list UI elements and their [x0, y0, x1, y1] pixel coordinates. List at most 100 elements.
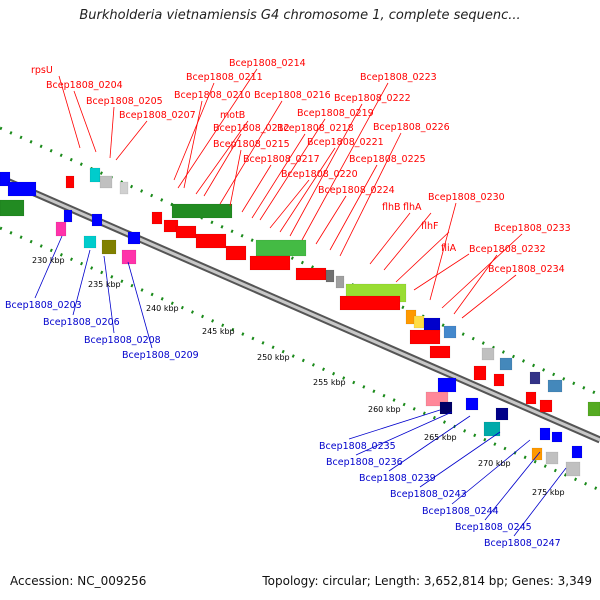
- gene-label-top-8: Bcep1808_0212: [213, 123, 290, 134]
- label-leader-lines: [34, 68, 567, 537]
- gene-feature-9: [91, 213, 103, 227]
- leader-top-0: [58, 75, 81, 149]
- ruler-label-1: 235 kbp: [88, 280, 121, 289]
- gene-feature-23: [325, 269, 335, 283]
- gene-feature-21: [249, 255, 291, 271]
- gene-feature-45: [465, 397, 479, 411]
- ruler-label-3: 245 kbp: [202, 327, 235, 336]
- gene-label-bottom-3: Bcep1808_0209: [122, 350, 199, 361]
- gene-feature-30: [443, 325, 457, 339]
- ruler-label-5: 255 kbp: [313, 378, 346, 387]
- topology-summary: Topology: circular; Length: 3,652,814 bp…: [262, 574, 592, 588]
- gene-label-top-2: Bcep1808_0205: [86, 96, 163, 107]
- gene-label-top-21: flhB: [382, 202, 401, 213]
- gene-label-bottom-4: Bcep1808_0235: [319, 441, 396, 452]
- gene-label-bottom-2: Bcep1808_0208: [84, 335, 161, 346]
- gene-label-top-9: Bcep1808_0216: [254, 90, 331, 101]
- gene-label-top-18: Bcep1808_0224: [318, 185, 395, 196]
- gene-label-bottom-0: Bcep1808_0203: [5, 300, 82, 311]
- gene-feature-39: [525, 391, 537, 405]
- gene-feature-46: [483, 421, 501, 437]
- gene-feature-18: [195, 233, 227, 249]
- leader-top-2: [109, 106, 115, 159]
- gene-feature-37: [529, 371, 541, 385]
- leader-bottom-3: [127, 261, 153, 349]
- leader-top-4: [173, 82, 215, 181]
- leader-top-1: [73, 90, 97, 153]
- gene-feature-28: [413, 315, 425, 329]
- gene-feature-52: [571, 445, 583, 459]
- leader-top-19: [329, 164, 378, 251]
- gene-label-top-13: Bcep1808_0219: [297, 108, 374, 119]
- gene-feature-35: [473, 365, 487, 381]
- gene-features: [0, 167, 600, 477]
- gene-label-top-17: Bcep1808_0223: [360, 72, 437, 83]
- gene-label-top-4: Bcep1808_0211: [186, 72, 263, 83]
- gene-label-top-7: motB: [220, 110, 245, 121]
- ruler-label-4: 250 kbp: [257, 353, 290, 362]
- leader-bottom-9: [484, 451, 541, 521]
- gene-label-top-25: Bcep1808_0230: [428, 192, 505, 203]
- gene-feature-7: [63, 209, 73, 223]
- leader-bottom-6: [388, 415, 471, 472]
- gene-label-top-1: Bcep1808_0204: [46, 80, 123, 91]
- gene-label-bottom-5: Bcep1808_0236: [326, 457, 403, 468]
- gene-label-bottom-8: Bcep1808_0244: [422, 506, 499, 517]
- gene-feature-40: [539, 399, 553, 413]
- leader-top-14: [269, 179, 310, 229]
- gene-label-bottom-1: Bcep1808_0206: [43, 317, 120, 328]
- gene-label-top-6: Bcep1808_0210: [174, 90, 251, 101]
- gene-feature-1: [7, 181, 37, 197]
- gene-feature-32: [429, 345, 451, 359]
- gene-feature-50: [531, 447, 543, 461]
- gene-feature-51: [545, 451, 559, 465]
- gene-feature-53: [565, 461, 581, 477]
- gene-label-top-12: Bcep1808_0218: [277, 123, 354, 134]
- gene-label-top-26: Bcep1808_0233: [494, 223, 571, 234]
- leader-bottom-1: [72, 249, 91, 316]
- leader-top-23: [395, 231, 450, 283]
- gene-feature-14: [151, 211, 163, 225]
- leader-top-6: [183, 100, 203, 189]
- leader-top-5: [177, 68, 258, 189]
- gene-feature-38: [547, 379, 563, 393]
- gene-feature-22: [295, 267, 327, 281]
- leader-top-18: [315, 195, 347, 245]
- gene-feature-47: [495, 407, 509, 421]
- leader-top-8: [203, 133, 242, 197]
- gene-label-top-24: fliA: [441, 243, 457, 254]
- gene-label-top-27: Bcep1808_0232: [469, 244, 546, 255]
- leader-top-17: [301, 82, 389, 241]
- ruler-label-0: 230 kbp: [32, 256, 65, 265]
- gene-feature-41: [587, 401, 600, 417]
- leader-top-16: [289, 103, 363, 237]
- gene-label-top-16: Bcep1808_0222: [334, 93, 411, 104]
- leader-top-27: [453, 254, 498, 315]
- gene-feature-31: [409, 329, 441, 345]
- gene-label-bottom-6: Bcep1808_0239: [359, 473, 436, 484]
- gene-label-top-20: Bcep1808_0226: [373, 122, 450, 133]
- leader-top-24: [413, 253, 470, 291]
- map-title: Burkholderia vietnamiensis G4 chromosome…: [79, 8, 521, 23]
- leader-top-9: [219, 100, 283, 205]
- leader-bottom-4: [348, 409, 441, 440]
- gene-label-top-11: Bcep1808_0217: [243, 154, 320, 165]
- gene-label-top-0: rpsU: [31, 65, 53, 76]
- gene-feature-3: [65, 175, 75, 189]
- leader-top-12: [251, 133, 306, 219]
- leader-top-11: [241, 164, 272, 213]
- gene-feature-12: [127, 231, 141, 245]
- gene-feature-20: [255, 239, 307, 257]
- gene-feature-19: [225, 245, 247, 261]
- leader-top-7: [195, 120, 249, 195]
- ruler-label-8: 270 kbp: [478, 459, 511, 468]
- leader-top-13: [259, 118, 326, 221]
- leader-top-10: [229, 149, 242, 207]
- gene-feature-10: [83, 235, 97, 249]
- gene-feature-44: [439, 401, 453, 415]
- gene-label-top-22: flhA: [403, 202, 422, 213]
- leader-top-21: [369, 212, 411, 265]
- ruler-label-2: 240 kbp: [146, 304, 179, 313]
- gene-feature-5: [99, 175, 113, 189]
